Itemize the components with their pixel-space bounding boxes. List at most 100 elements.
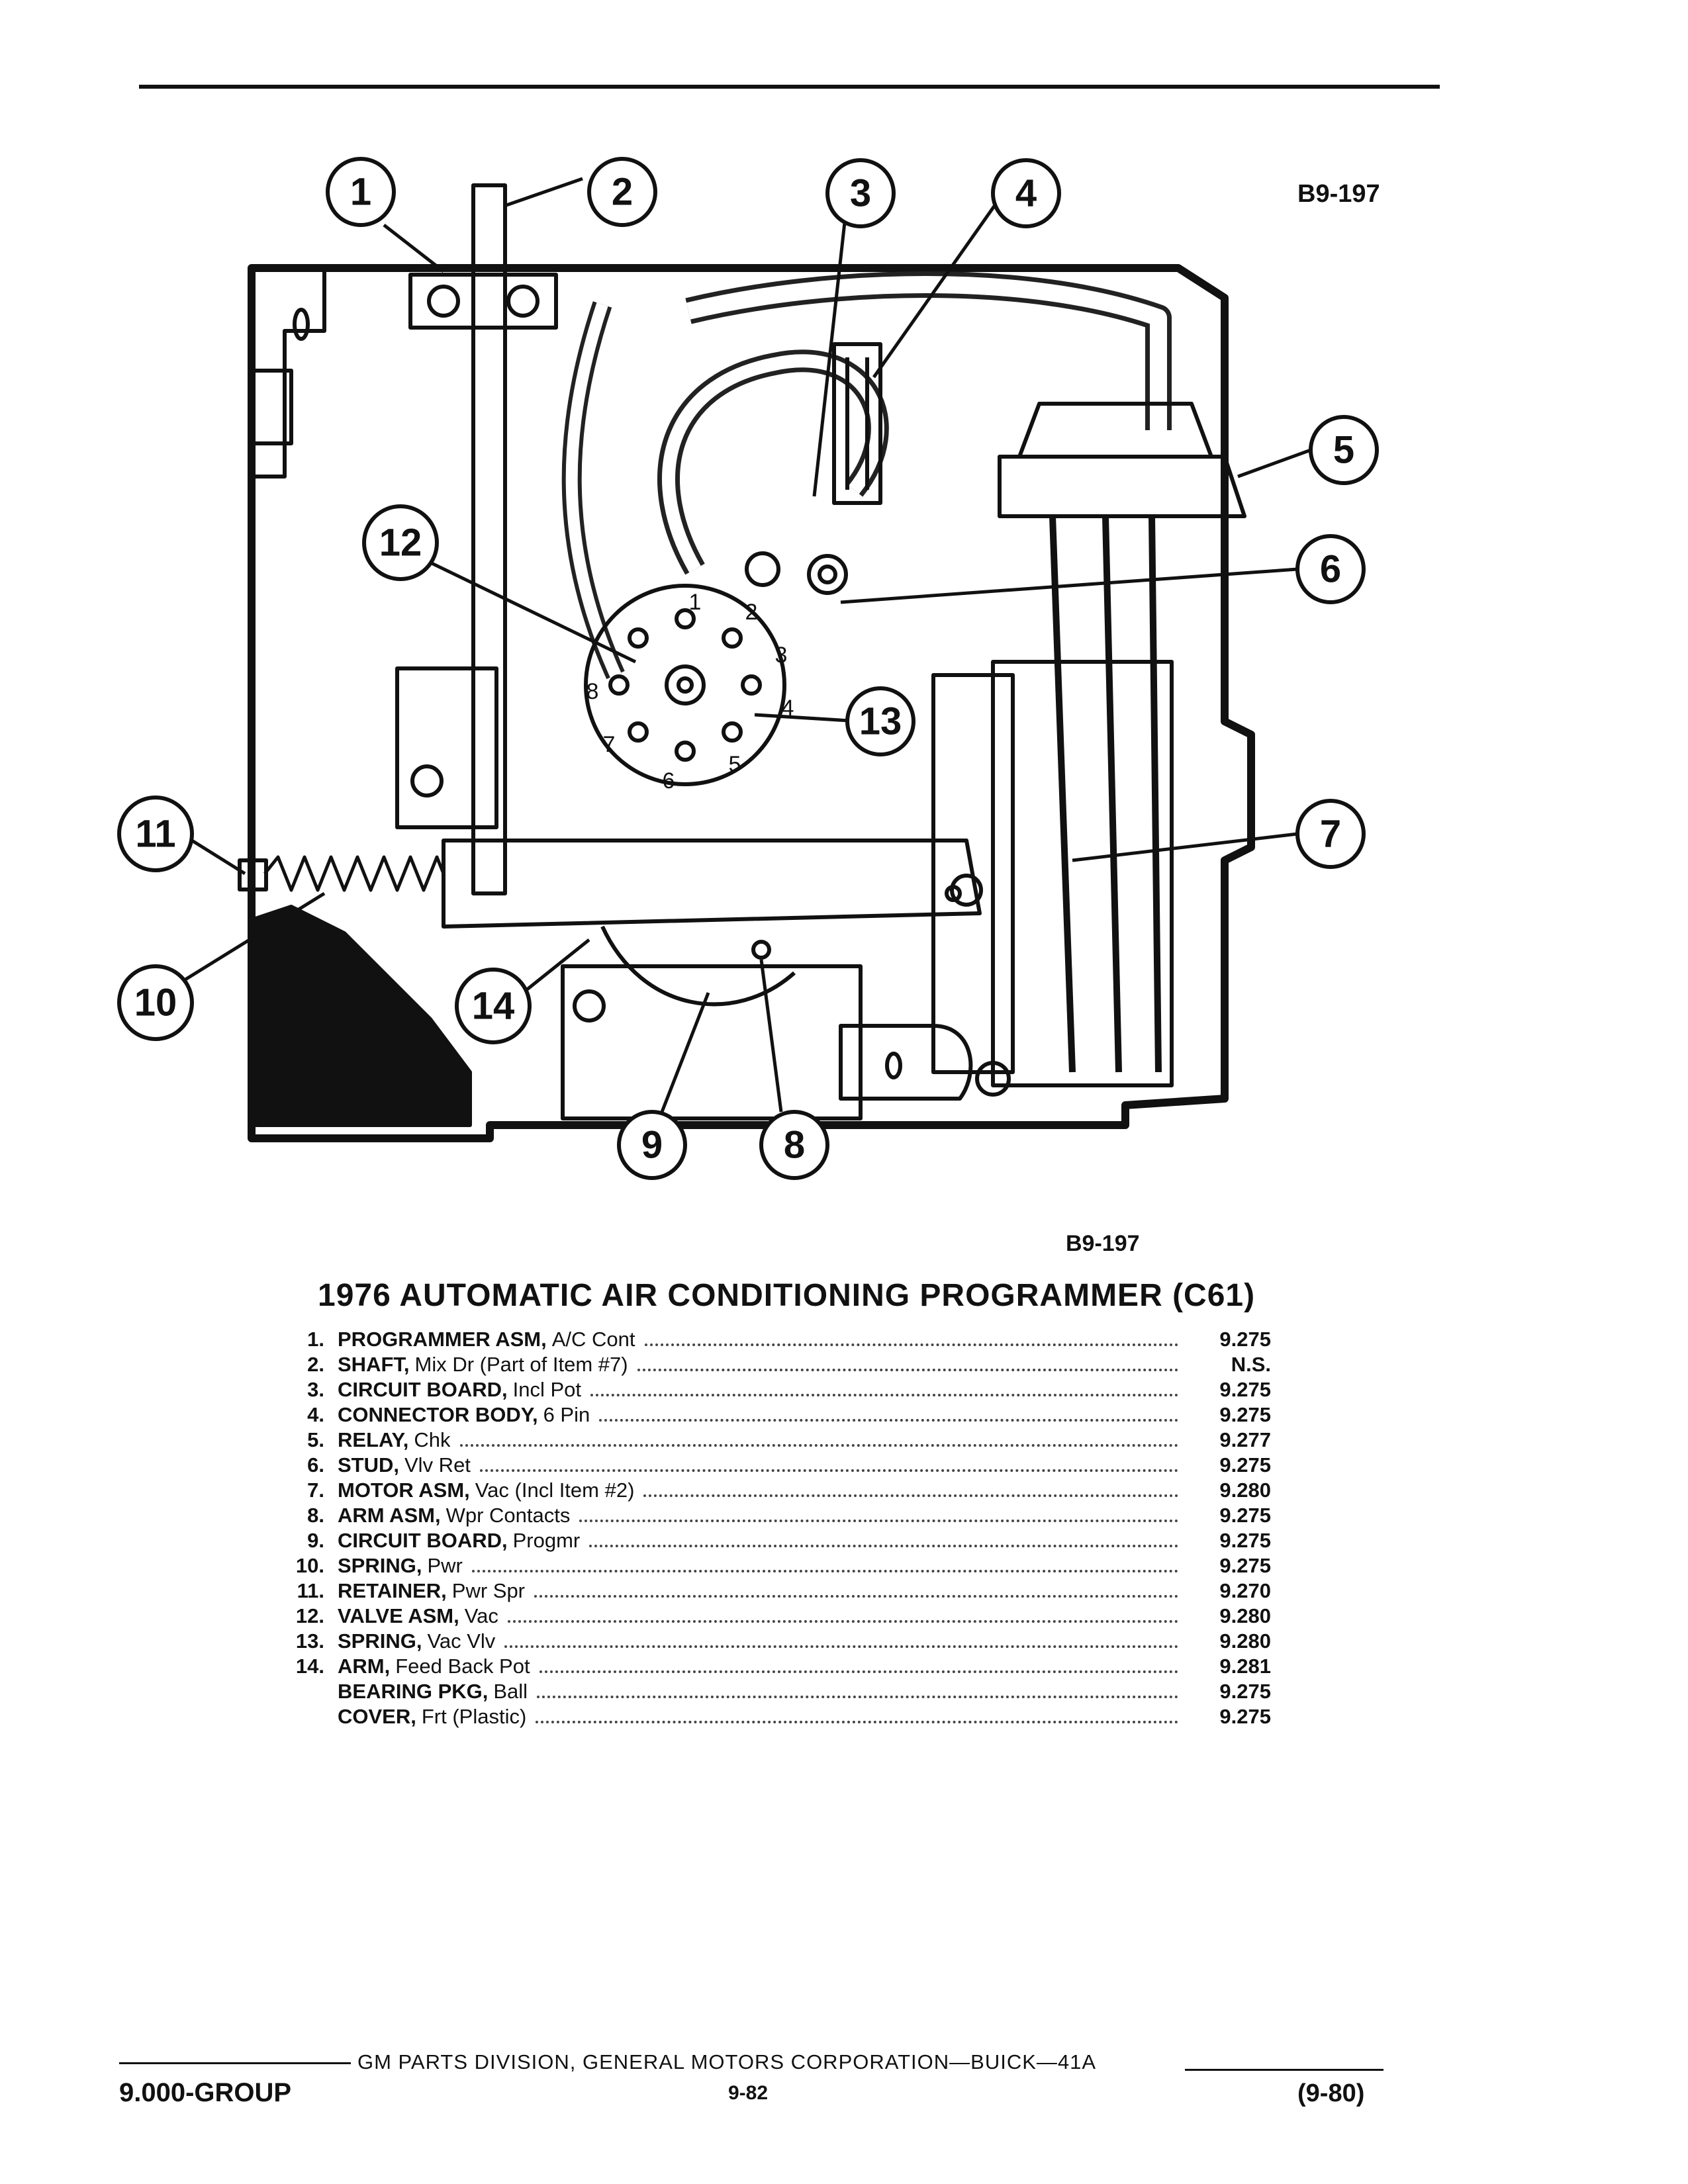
callout-3 — [825, 158, 896, 228]
callout-2 — [587, 157, 657, 227]
callout-label: 9 — [641, 1124, 663, 1167]
valve-port — [628, 721, 649, 743]
dial-number: 7 — [603, 732, 616, 757]
dot-leader — [507, 1620, 1178, 1623]
footer-rule-right — [1185, 2069, 1383, 2071]
bracket-bolt — [427, 285, 460, 318]
callout-12 — [362, 504, 439, 581]
footer-organization: GM PARTS DIVISION, GENERAL MOTORS CORPOR… — [357, 2050, 1097, 2073]
dot-leader — [534, 1595, 1178, 1598]
callout-14 — [455, 968, 532, 1044]
vacuum-motor-housing — [931, 673, 1015, 1074]
footer-group: 9.000-GROUP — [119, 2078, 292, 2107]
vacuum-valve-dial — [584, 584, 786, 786]
callout-label: 12 — [379, 522, 422, 565]
callout-label: 5 — [1333, 429, 1354, 472]
dot-leader — [643, 1494, 1178, 1497]
valve-hub — [665, 664, 706, 705]
shaft-bracket — [408, 273, 558, 330]
callout-label: 4 — [1015, 172, 1037, 215]
footer-date: (9-80) — [1297, 2079, 1365, 2107]
dot-leader — [579, 1520, 1178, 1522]
figure-code-top: B9-197 — [1297, 180, 1380, 208]
power-spring — [263, 855, 445, 892]
stud-nut — [745, 551, 780, 587]
dot-leader — [537, 1696, 1178, 1698]
callout-13 — [845, 686, 915, 756]
bracket-bolt — [506, 285, 539, 318]
callout-9 — [617, 1110, 687, 1180]
page-number: 9-82 — [728, 2082, 769, 2104]
vacuum-hose — [662, 354, 884, 572]
callout-8 — [759, 1110, 829, 1180]
list-item: 7.MOTOR ASM,Vac (Incl Item #2)9.280 — [307, 1479, 1271, 1502]
dot-leader — [589, 1545, 1178, 1547]
relay — [998, 455, 1246, 518]
callout-label: 2 — [612, 171, 633, 214]
list-item: COVER,Frt (Plastic)9.275 — [338, 1705, 1271, 1728]
dot-leader — [637, 1369, 1178, 1371]
housing-left-slot — [276, 1044, 293, 1094]
shaft-clamp — [395, 666, 498, 829]
callout-10 — [117, 964, 194, 1041]
dot-leader — [590, 1394, 1178, 1396]
dial-number: 6 — [663, 768, 675, 794]
callout-label: 3 — [850, 172, 871, 215]
housing-lower-left — [250, 905, 472, 1127]
callout-label: 13 — [859, 700, 902, 743]
callout-7 — [1295, 799, 1366, 869]
slider-pin — [945, 885, 962, 902]
valve-hub-inner — [677, 676, 694, 694]
feedback-pot-arm — [600, 925, 796, 1007]
dial-number: 5 — [729, 752, 741, 777]
top-rule — [139, 85, 1440, 89]
callout-label: 10 — [134, 981, 177, 1024]
callout-label: 7 — [1320, 813, 1341, 856]
dial-number: 1 — [689, 590, 702, 615]
callout-11 — [117, 796, 194, 872]
motor-bracket — [839, 1024, 973, 1101]
power-spring-retainer — [238, 858, 268, 891]
list-item: 2.SHAFT,Mix Dr (Part of Item #7)N.S. — [307, 1353, 1271, 1376]
dot-leader — [536, 1721, 1178, 1723]
callout-label: 1 — [350, 171, 371, 214]
housing-outline — [248, 264, 1255, 1142]
vacuum-hose — [565, 302, 622, 678]
dot-leader — [479, 1469, 1178, 1472]
valve-port — [722, 627, 743, 649]
dot-leader — [504, 1645, 1178, 1648]
bracket-hole — [885, 1052, 902, 1079]
connector-body — [832, 342, 882, 505]
motor-bracket-bolt — [975, 1061, 1011, 1097]
dot-leader — [471, 1570, 1178, 1572]
programmer-circuit-board — [561, 964, 863, 1120]
dot-leader — [459, 1444, 1178, 1447]
callout-4 — [991, 158, 1061, 228]
valve-port — [722, 721, 743, 743]
dot-leader — [539, 1670, 1178, 1673]
relay-cap — [1017, 402, 1213, 459]
callout-label: 11 — [135, 813, 175, 856]
callout-label: 8 — [784, 1124, 805, 1167]
vacuum-hose — [686, 276, 1167, 430]
dial-number: 8 — [586, 679, 599, 704]
valve-port — [675, 741, 696, 762]
page-title: 1976 AUTOMATIC AIR CONDITIONING PROGRAMM… — [318, 1278, 1256, 1313]
dial-number: 4 — [782, 696, 794, 721]
wiper-contact-pivot — [751, 940, 771, 960]
vacuum-motor — [991, 660, 1174, 1087]
clamp-bolt — [410, 764, 444, 797]
